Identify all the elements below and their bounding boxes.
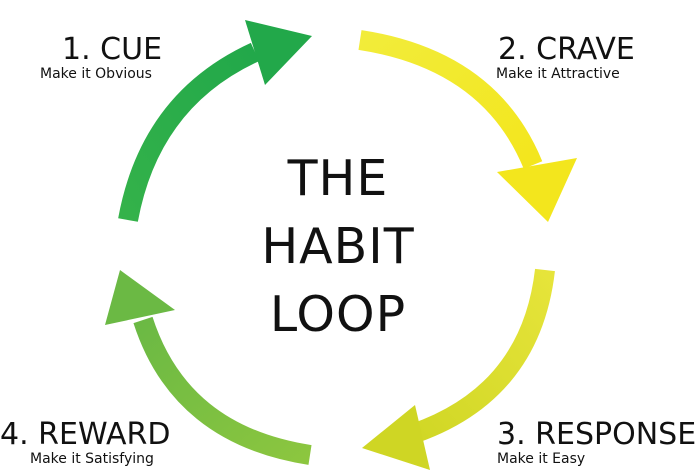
response-arrowhead: [362, 405, 430, 470]
stage-reward-subtitle: Make it Satisfying: [30, 451, 154, 467]
stage-response-subtitle: Make it Easy: [497, 451, 586, 467]
cue-arrow: [118, 42, 260, 222]
stage-crave: 2. CRAVE Make it Attractive: [496, 34, 635, 83]
stage-crave-title: 2. CRAVE: [498, 32, 635, 67]
stage-response-title: 3. RESPONSE: [497, 417, 697, 452]
crave-arrowhead: [497, 158, 577, 222]
stage-reward: 4. REWARD Make it Satisfying: [0, 419, 170, 468]
center-title-line-3: LOOP: [269, 286, 407, 343]
reward-arrow: [133, 316, 312, 465]
crave-arrow: [358, 30, 543, 169]
response-arrow: [397, 268, 555, 448]
stage-cue-subtitle: Make it Obvious: [40, 66, 152, 82]
reward-arrowhead: [105, 270, 175, 325]
cue-arrowhead: [245, 20, 312, 85]
stage-cue: 1. CUE Make it Obvious: [40, 34, 162, 83]
stage-cue-title: 1. CUE: [62, 32, 163, 67]
stage-response: 3. RESPONSE Make it Easy: [497, 419, 696, 468]
center-title: THE HABIT LOOP: [238, 145, 438, 349]
stage-reward-title: 4. REWARD: [0, 417, 171, 452]
stage-crave-subtitle: Make it Attractive: [496, 66, 620, 82]
center-title-line-1: THE: [287, 150, 389, 207]
center-title-line-2: HABIT: [261, 218, 415, 275]
